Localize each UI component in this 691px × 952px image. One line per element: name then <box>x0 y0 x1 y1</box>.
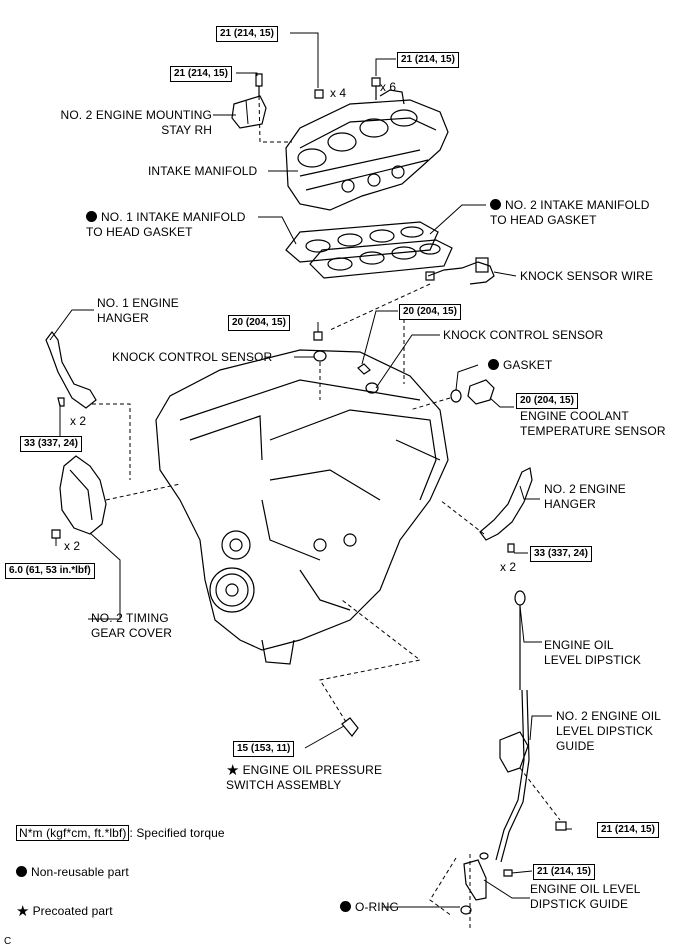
knock-wire-drawing <box>425 257 495 285</box>
label-oil-pressure-switch: ★ENGINE OIL PRESSURE SWITCH ASSEMBLY <box>226 763 382 793</box>
coolant-sensor-drawing <box>450 379 495 405</box>
label-dipstick-guide-2: NO. 2 ENGINE OIL LEVEL DIPSTICK GUIDE <box>556 709 661 753</box>
label-knock-sensor-right: KNOCK CONTROL SENSOR <box>443 328 604 342</box>
quantity-intake-bolts: x 4 <box>330 86 347 100</box>
nonreusable-dot-icon <box>16 866 27 877</box>
torque-spec-hanger-1: 33 (337, 24) <box>20 436 82 452</box>
torque-spec-oil-pressure: 15 (153, 11) <box>233 741 295 757</box>
legend-nonreusable: Non-reusable part <box>16 865 129 880</box>
torque-spec-knock-right: 20 (204, 15) <box>399 304 461 320</box>
oil-pressure-switch-drawing <box>341 717 359 737</box>
mounting-stay-drawing <box>231 95 267 129</box>
label-gasket-2: NO. 2 INTAKE MANIFOLD TO HEAD GASKET <box>490 198 650 228</box>
label-hanger-2: NO. 2 ENGINE HANGER <box>544 482 626 511</box>
torque-spec-timing-cover: 6.0 (61, 53 in.*lbf) <box>5 563 95 579</box>
precoated-star-icon: ★ <box>226 762 240 779</box>
top-bolts-drawing <box>255 73 381 100</box>
legend-precoated-text: Precoated part <box>32 904 113 918</box>
dipstick-guide-drawing <box>460 852 513 915</box>
hanger-2-drawing <box>479 467 533 541</box>
label-intake-manifold: INTAKE MANIFOLD <box>148 164 258 178</box>
quantity-intake-nuts: x 6 <box>380 80 397 94</box>
label-gasket-2-text: NO. 2 INTAKE MANIFOLD TO HEAD GASKET <box>490 198 650 227</box>
timing-cover-drawing <box>59 455 107 535</box>
label-gasket-1-text: NO. 1 INTAKE MANIFOLD TO HEAD GASKET <box>86 210 246 239</box>
torque-spec-intake-right: 21 (214, 15) <box>397 52 459 68</box>
label-o-ring-text: O-RING <box>355 900 399 914</box>
torque-spec-dipstick-guide-2: 21 (214, 15) <box>597 822 659 838</box>
label-timing-gear-cover: NO. 2 TIMING GEAR COVER <box>91 611 173 640</box>
legend-torque: N*m (kgf*cm, ft.*lbf): Specified torque <box>16 825 225 841</box>
label-dipstick: ENGINE OIL LEVEL DIPSTICK <box>544 638 641 667</box>
nonreusable-dot-icon <box>490 199 501 210</box>
engine-block-drawing <box>155 349 449 665</box>
label-knock-sensor-left: KNOCK CONTROL SENSOR <box>112 350 273 364</box>
torque-spec-intake-center: 21 (214, 15) <box>216 26 278 42</box>
torque-spec-knock-left: 20 (204, 15) <box>228 315 290 331</box>
label-knock-sensor-wire: KNOCK SENSOR WIRE <box>520 269 654 283</box>
label-gasket-text: GASKET <box>503 358 553 372</box>
label-oil-pressure-text: ENGINE OIL PRESSURE SWITCH ASSEMBLY <box>226 763 383 792</box>
label-gasket: GASKET <box>488 358 552 373</box>
dipstick-drawing <box>495 590 530 863</box>
quantity-hanger-2-bolts: x 2 <box>500 560 517 574</box>
hanger-1-drawing <box>45 331 97 409</box>
gasket-2-drawing <box>309 239 453 279</box>
label-dipstick-guide: ENGINE OIL LEVEL DIPSTICK GUIDE <box>530 882 641 911</box>
intake-manifold-drawing <box>285 89 449 211</box>
legend-nonreusable-text: Non-reusable part <box>31 865 129 879</box>
label-mounting-stay: NO. 2 ENGINE MOUNTING STAY RH <box>60 108 212 137</box>
label-o-ring: O-RING <box>340 900 399 915</box>
torque-spec-coolant-sensor: 20 (204, 15) <box>516 393 578 409</box>
legend-torque-box: N*m (kgf*cm, ft.*lbf) <box>16 825 130 841</box>
label-coolant-sensor: ENGINE COOLANT TEMPERATURE SENSOR <box>520 409 666 438</box>
leader-lines <box>49 32 572 908</box>
quantity-timing-cover-bolts: x 2 <box>64 539 81 553</box>
torque-spec-mount-stay: 21 (214, 15) <box>170 66 232 82</box>
nonreusable-dot-icon <box>488 359 499 370</box>
figure-code: C <box>4 936 12 947</box>
quantity-hanger-1-bolts: x 2 <box>70 414 87 428</box>
legend-precoated: ★Precoated part <box>16 904 113 919</box>
nonreusable-dot-icon <box>86 211 97 222</box>
label-gasket-1: NO. 1 INTAKE MANIFOLD TO HEAD GASKET <box>86 210 246 240</box>
torque-spec-dipstick-guide: 21 (214, 15) <box>533 864 595 880</box>
label-hanger-1: NO. 1 ENGINE HANGER <box>97 296 179 325</box>
precoated-star-icon: ★ <box>16 903 30 920</box>
legend-torque-text: : Specified torque <box>129 826 225 840</box>
torque-spec-hanger-2: 33 (337, 24) <box>530 546 592 562</box>
gasket-1-drawing <box>285 221 439 263</box>
nonreusable-dot-icon <box>340 901 351 912</box>
